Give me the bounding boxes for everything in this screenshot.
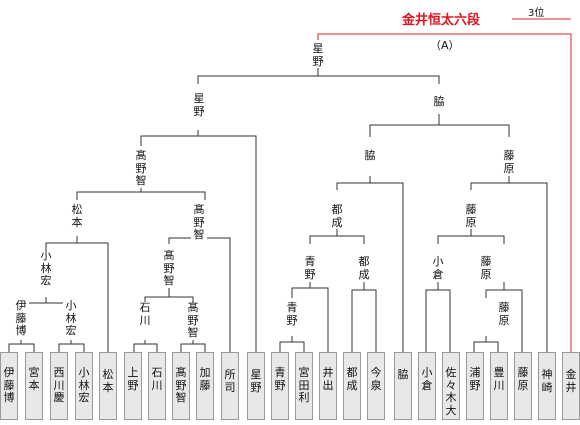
player-cell: 石川 xyxy=(148,352,166,420)
bracket-line xyxy=(437,229,505,244)
player-name: 青野 xyxy=(274,366,286,392)
winner-label: 小林宏 xyxy=(63,299,79,338)
winner-label: 小林宏 xyxy=(38,249,54,288)
winner-label: 藤原 xyxy=(463,203,479,229)
bracket-line xyxy=(279,336,305,352)
winner-label: 青野 xyxy=(302,255,318,281)
player-name: 伊藤博 xyxy=(3,366,15,404)
bracket-line xyxy=(76,188,206,200)
bracket-line xyxy=(485,282,523,352)
player-name: 石川 xyxy=(151,366,163,392)
rank-note: 3位 xyxy=(528,8,545,19)
bracket-line xyxy=(58,340,85,352)
player-cell: 髙野智 xyxy=(172,352,190,420)
player-name: 井出 xyxy=(322,366,334,392)
winner-label: 脇 xyxy=(362,149,378,163)
player-cell: 西川慶 xyxy=(50,352,68,420)
winner-label: 都成 xyxy=(329,203,345,229)
player-cell: 所司 xyxy=(221,352,239,420)
player-name: 上野 xyxy=(127,366,139,392)
player-cell: 小林宏 xyxy=(75,352,93,420)
player-name: 西川慶 xyxy=(53,366,65,404)
winner-label: 藤原 xyxy=(478,255,494,281)
winner-line xyxy=(317,33,572,352)
bracket-line xyxy=(133,340,158,352)
player-name: 所司 xyxy=(224,368,236,394)
winner-label: 髙野智 xyxy=(133,149,149,188)
player-name: 宮本 xyxy=(28,366,40,392)
bracket-line xyxy=(425,282,451,352)
player-cell: 青野 xyxy=(271,352,289,420)
winner-label: 髙野智 xyxy=(161,249,177,288)
player-cell: 加藤 xyxy=(196,352,214,420)
bracket-line xyxy=(197,68,440,84)
player-name: 豊川 xyxy=(493,366,505,392)
winner-label: 石川 xyxy=(137,301,153,327)
player-cell: 小倉 xyxy=(418,352,436,420)
bracket-line xyxy=(351,282,377,352)
winner-label: 松本 xyxy=(69,203,85,229)
player-cell: 脇 xyxy=(394,352,412,420)
player-cell: 藤原 xyxy=(514,352,532,420)
player-cell: 豊川 xyxy=(490,352,508,420)
player-cell: 都成 xyxy=(343,352,361,420)
winner-label: 藤原 xyxy=(496,301,512,327)
winner-label: 脇 xyxy=(431,95,447,109)
player-cell: 神崎 xyxy=(538,352,556,420)
winner-label: 星野 xyxy=(191,92,207,118)
player-cell: 宮本 xyxy=(25,352,43,420)
bracket-line xyxy=(45,236,109,352)
bracket-line xyxy=(470,176,548,352)
player-cell: 松本 xyxy=(99,352,117,420)
winner-label: 伊藤博 xyxy=(13,299,29,338)
champion-seed: （A） xyxy=(430,39,460,52)
player-name: 藤原 xyxy=(517,366,529,392)
player-cell: 星野 xyxy=(247,352,265,420)
winner-label: 都成 xyxy=(356,255,372,281)
player-cell: 宮田利 xyxy=(295,352,313,420)
player-cell: 伊藤博 xyxy=(0,352,18,420)
player-name: 佐々木大 xyxy=(445,366,457,417)
player-cell: 上野 xyxy=(124,352,142,420)
player-cell: 浦野 xyxy=(466,352,484,420)
player-cell: 今泉 xyxy=(367,352,385,420)
winner-label: 星野 xyxy=(310,42,326,68)
bracket-line xyxy=(140,130,257,352)
player-name: 松本 xyxy=(102,368,114,394)
bracket-line xyxy=(180,340,206,352)
player-name: 星野 xyxy=(250,368,262,394)
player-name: 都成 xyxy=(346,366,358,392)
player-name: 神崎 xyxy=(541,368,553,394)
player-name: 小倉 xyxy=(421,366,433,392)
player-name: 加藤 xyxy=(199,366,211,392)
bracket-line xyxy=(309,229,365,244)
winner-label: 小倉 xyxy=(430,255,446,281)
champion-name: 金井恒太六段 xyxy=(402,13,481,28)
bracket-line xyxy=(291,282,329,352)
winner-label: 青野 xyxy=(284,301,300,327)
player-cell: 井出 xyxy=(319,352,337,420)
player-name: 浦野 xyxy=(469,366,481,392)
player-name: 脇 xyxy=(397,368,409,381)
winner-label: 藤原 xyxy=(501,149,517,175)
winner-label: 髙野智 xyxy=(185,301,201,340)
bracket-line xyxy=(369,114,510,137)
player-cell: 金井 xyxy=(562,352,580,420)
bracket-line xyxy=(473,336,499,352)
bracket-line xyxy=(8,340,35,352)
player-name: 髙野智 xyxy=(175,366,187,404)
player-name: 小林宏 xyxy=(78,366,90,404)
player-cell: 佐々木大 xyxy=(442,352,460,420)
player-name: 今泉 xyxy=(370,366,382,392)
player-name: 金井 xyxy=(565,368,577,394)
bracket-line xyxy=(336,176,404,352)
player-name: 宮田利 xyxy=(298,366,310,404)
winner-label: 髙野智 xyxy=(191,203,207,242)
